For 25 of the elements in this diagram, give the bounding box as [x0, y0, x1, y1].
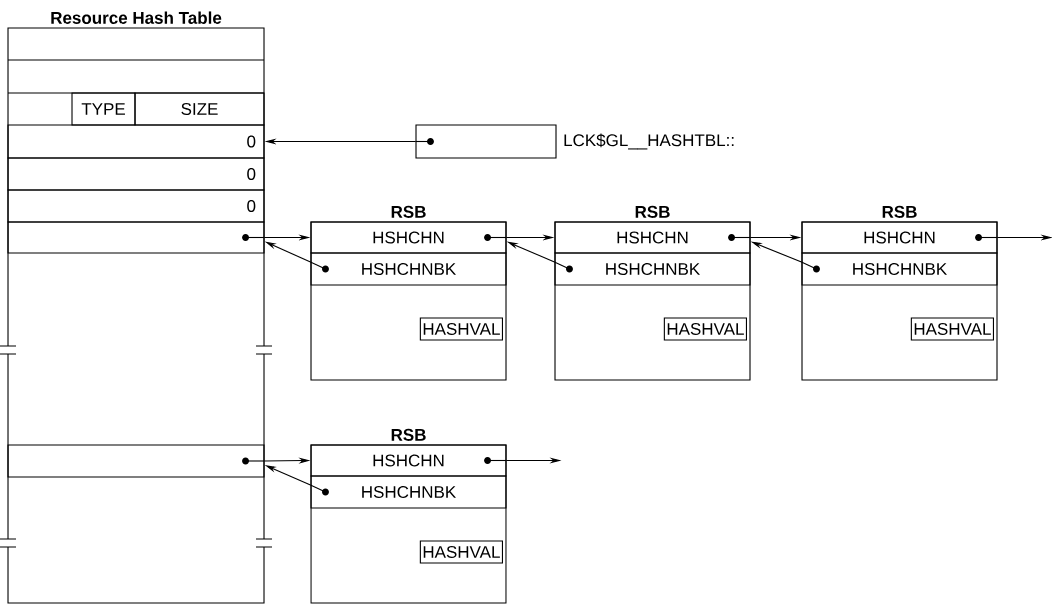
table-row: 0	[7, 189, 265, 223]
field-row: HSHCHNBK	[554, 252, 751, 286]
node-label: RSB	[882, 205, 917, 218]
node-label: RSB	[391, 205, 426, 218]
field-row: HSHCHN	[310, 221, 507, 254]
field-box: HASHVAL	[663, 317, 747, 341]
field-row: HSHCHNBK	[801, 252, 998, 286]
field-box: HASHVAL	[419, 317, 503, 341]
field-box: HASHVAL	[419, 540, 503, 564]
node-label: Resource Hash Table	[51, 11, 222, 24]
pointer-label: LCK$GL__HASHTBL::	[564, 133, 734, 150]
field-box: HASHVAL	[910, 317, 994, 341]
table-cell: TYPE	[71, 92, 136, 126]
field-row: HSHCHN	[801, 221, 998, 254]
table-row: 0	[7, 124, 265, 159]
node-label: RSB	[391, 428, 426, 441]
table-row	[7, 444, 265, 478]
field-row: HSHCHN	[554, 221, 751, 254]
table-row	[7, 221, 265, 254]
field-row: HSHCHNBK	[310, 252, 507, 286]
field-row: HSHCHNBK	[310, 475, 507, 509]
field-row: HSHCHN	[310, 444, 507, 477]
table-row: 0	[7, 157, 265, 191]
node-label: RSB	[635, 205, 670, 218]
table-cell: SIZE	[134, 92, 265, 126]
